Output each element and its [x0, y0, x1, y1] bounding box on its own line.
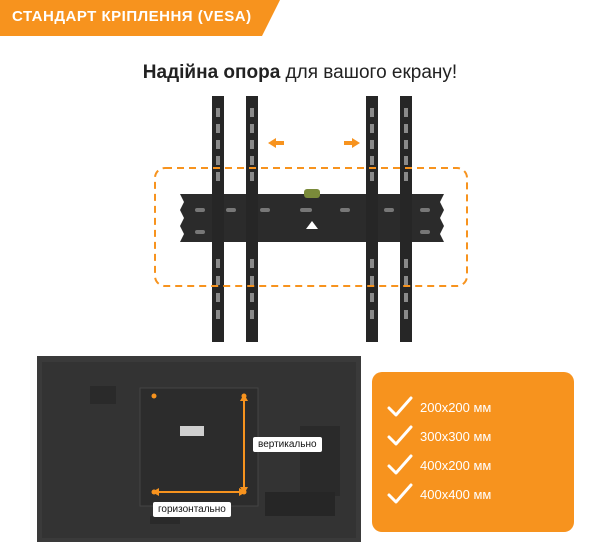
- arrow-left-icon: [268, 138, 284, 148]
- tv-back-illustration: [37, 356, 361, 542]
- headline-bold: Надійна опора: [142, 62, 281, 83]
- spec-item-label: 300х300 мм: [420, 429, 492, 444]
- headline-rest: для вашого екрану!: [280, 62, 458, 83]
- spec-item: 400х200 мм: [386, 452, 566, 480]
- spec-item-label: 200х200 мм: [420, 400, 492, 415]
- wall-bracket-illustration: [154, 96, 468, 342]
- banner-shape: [0, 0, 280, 36]
- spec-item: 300х300 мм: [386, 423, 566, 451]
- label-vertical: вертикально: [253, 437, 322, 452]
- bracket-arm-1: [212, 96, 224, 342]
- level-bubble: [304, 189, 320, 198]
- tv-mount-panel: [139, 387, 259, 507]
- bracket-arm-2: [246, 96, 258, 342]
- bracket-arm-3: [366, 96, 378, 342]
- vesa-spec-card: 200х200 мм 300х300 мм 400х200 мм 400х400…: [372, 372, 574, 532]
- mount-area-outline: [154, 167, 468, 287]
- checkmark-icon: [387, 454, 413, 475]
- headline: Надійна опора для вашого екрану!: [0, 62, 600, 84]
- spec-item: 200х200 мм: [386, 394, 566, 422]
- bracket-arm-4: [400, 96, 412, 342]
- checkmark-icon: [387, 396, 413, 417]
- checkmark-icon: [387, 425, 413, 446]
- checkmark-icon: [387, 483, 413, 504]
- spec-item: 400х400 мм: [386, 481, 566, 509]
- label-horizontal: горизонтально: [153, 502, 231, 517]
- spec-item-label: 400х200 мм: [420, 458, 492, 473]
- arrow-right-icon: [344, 138, 360, 148]
- header-banner: СТАНДАРТ КРІПЛЕННЯ (VESA): [0, 0, 280, 36]
- banner-title: СТАНДАРТ КРІПЛЕННЯ (VESA): [12, 8, 252, 25]
- spec-item-label: 400х400 мм: [420, 487, 492, 502]
